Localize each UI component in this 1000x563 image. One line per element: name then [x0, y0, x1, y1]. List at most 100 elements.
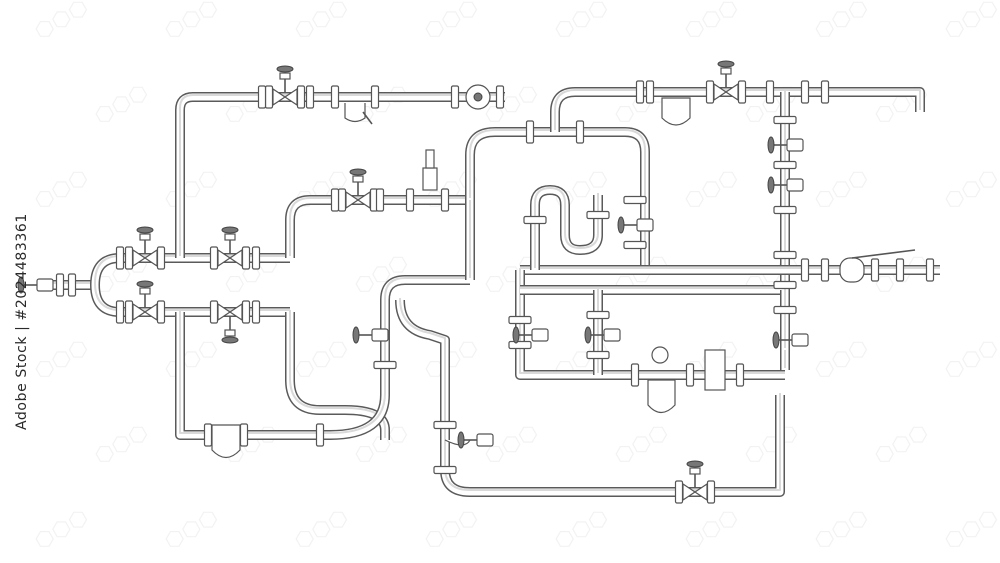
side-valve-icon [476, 433, 494, 447]
watermark-mark: ⬡⬡⬡ [421, 505, 483, 555]
flange [765, 80, 775, 104]
pipe-segment-outline [90, 284, 290, 317]
flange [305, 85, 315, 109]
watermark-mark: ⬡⬡⬡ [291, 335, 353, 385]
handwheel-icon [136, 280, 154, 288]
watermark-mark: ⬡⬡⬡ [811, 335, 873, 385]
stock-id-watermark: Adobe Stock | #2024483361 [14, 213, 30, 430]
watermark-mark: ⬡⬡⬡ [91, 420, 153, 470]
flange [705, 80, 715, 104]
flange [706, 480, 716, 504]
flange [239, 423, 249, 447]
flange [737, 80, 747, 104]
fittings-layer [17, 60, 935, 504]
watermark-mark: ⬡⬡⬡ [291, 0, 353, 45]
watermark-mark: ⬡⬡⬡ [421, 0, 483, 45]
handwheel-icon [221, 226, 239, 234]
watermark-mark: ⬡⬡⬡ [31, 505, 93, 555]
flange [241, 300, 251, 324]
watermark-mark: ⬡⬡⬡ [551, 505, 613, 555]
safety-valve-lever [851, 249, 916, 259]
valve-bonnet [139, 233, 151, 241]
flange [405, 188, 415, 212]
flange [67, 273, 77, 297]
side-valve-icon [636, 218, 654, 232]
handwheel-icon [717, 60, 735, 68]
flange [773, 280, 797, 290]
flange [124, 300, 134, 324]
flange [870, 258, 880, 282]
flange [330, 188, 340, 212]
flange [257, 85, 267, 109]
flange [296, 85, 306, 109]
pipe-segment [531, 186, 602, 270]
handwheel-icon [136, 226, 154, 234]
watermark-mark: ⬡⬡⬡ [941, 505, 1000, 555]
strainer-icon [661, 97, 691, 126]
handwheel-icon [457, 431, 465, 449]
watermark-mark: ⬡⬡⬡ [161, 335, 223, 385]
flange [337, 188, 347, 212]
pipe-network [40, 87, 940, 497]
flange [330, 85, 340, 109]
flange [630, 363, 640, 387]
handwheel-icon [617, 216, 625, 234]
watermark-mark: ⬡⬡⬡ [681, 165, 743, 215]
handwheel-icon [584, 326, 592, 344]
pipe-highlight [329, 277, 470, 434]
watermark-mark: ⬡⬡⬡ [31, 165, 93, 215]
flange [433, 465, 457, 475]
flange [440, 188, 450, 212]
valve-bonnet [139, 287, 151, 295]
watermark-mark: ⬡⬡⬡ [611, 420, 673, 470]
flange [115, 246, 125, 270]
watermark-mark: ⬡⬡⬡ [421, 335, 483, 385]
pipe-highlight [179, 94, 505, 256]
handwheel-icon [686, 460, 704, 468]
watermark-mark: ⬡⬡⬡ [811, 0, 873, 45]
flange [370, 85, 380, 109]
flange [156, 300, 166, 324]
watermark-mark: ⬡⬡⬡ [91, 80, 153, 130]
flange [508, 315, 532, 325]
flange [635, 80, 645, 104]
pressure-gauge-icon [651, 346, 669, 364]
valve-bonnet [352, 175, 364, 183]
flange [586, 350, 610, 360]
regulator-stem [425, 149, 435, 169]
flange [773, 160, 797, 170]
flange [773, 115, 797, 125]
valve-bonnet [224, 233, 236, 241]
flange [586, 210, 610, 220]
flange [895, 258, 905, 282]
flange [251, 300, 261, 324]
strainer-icon [647, 379, 676, 414]
side-valve-icon [603, 328, 621, 342]
flange [586, 310, 610, 320]
strainer-drain [362, 111, 373, 125]
pipe-highlight [289, 197, 470, 256]
flange [203, 423, 213, 447]
flange [315, 423, 325, 447]
flange [523, 215, 547, 225]
flange [241, 246, 251, 270]
pressure-regulator-icon [422, 167, 438, 191]
flange [508, 340, 532, 350]
handwheel-icon [221, 336, 239, 344]
flange [495, 85, 505, 109]
watermark-mark: ⬡⬡⬡ [681, 0, 743, 45]
watermark-mark: ⬡⬡⬡ [811, 505, 873, 555]
handwheel-icon [767, 136, 775, 154]
watermark-mark: ⬡⬡⬡ [161, 165, 223, 215]
flange [373, 360, 397, 370]
flange [623, 240, 647, 250]
strainer-icon [211, 424, 241, 459]
watermark-mark: ⬡⬡⬡ [811, 165, 873, 215]
flange [450, 85, 460, 109]
flange [925, 258, 935, 282]
side-valve-icon [531, 328, 549, 342]
strainer-icon [344, 103, 366, 123]
flange [773, 305, 797, 315]
valve-bonnet [279, 72, 291, 80]
side-valve-icon [371, 328, 389, 342]
